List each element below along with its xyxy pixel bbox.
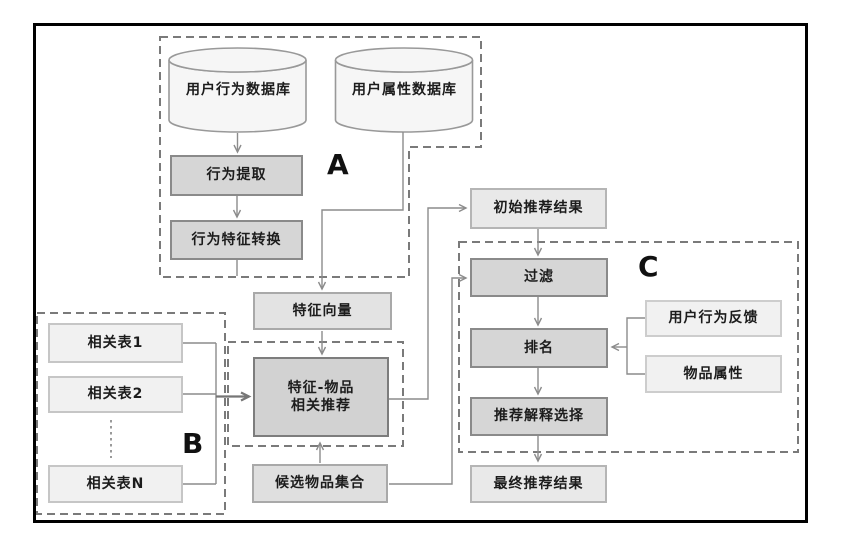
node-user-attribute-db: 用户属性数据库 xyxy=(352,81,457,98)
node-related-table-1: 相关表1 xyxy=(48,323,183,363)
node-related-table-2: 相关表2 xyxy=(48,376,183,413)
node-initial-rec-result: 初始推荐结果 xyxy=(470,188,607,229)
node-final-rec-result: 最终推荐结果 xyxy=(470,465,607,503)
user-behavior-db-cylinder xyxy=(168,47,307,133)
feature-item-line2: 相关推荐 xyxy=(291,398,351,414)
user-attribute-db-cylinder xyxy=(334,47,474,133)
section-c-outline xyxy=(458,241,799,453)
section-a-label: A xyxy=(327,148,349,181)
node-related-table-n: 相关表N xyxy=(48,465,183,503)
section-b-outline xyxy=(36,312,226,515)
section-b-label: B xyxy=(182,427,204,460)
edge-candidate-to-filter xyxy=(389,273,468,485)
node-ranking: 排名 xyxy=(470,328,608,368)
node-behavior-feature-conversion: 行为特征转换 xyxy=(170,220,303,260)
node-feature-item-recommendation: 特征-物品 相关推荐 xyxy=(253,357,389,437)
feature-item-line1: 特征-物品 xyxy=(287,379,355,396)
node-behavior-extraction: 行为提取 xyxy=(170,155,303,196)
node-candidate-item-set: 候选物品集合 xyxy=(252,464,388,503)
node-user-behavior-feedback: 用户行为反馈 xyxy=(645,300,782,337)
node-rec-explanation-selection: 推荐解释选择 xyxy=(470,397,608,436)
feature-item-rec-outline xyxy=(227,341,404,447)
edge-db2-to-feature-vector xyxy=(317,132,404,291)
edge-feature-item-to-initial-result xyxy=(389,203,468,400)
section-c-label: C xyxy=(638,250,659,283)
node-user-behavior-db: 用户行为数据库 xyxy=(186,81,291,98)
node-feature-vector: 特征向量 xyxy=(253,292,392,330)
node-item-attribute: 物品属性 xyxy=(645,355,782,393)
node-filter: 过滤 xyxy=(470,258,608,297)
edge-feedback-attribute-bracket xyxy=(626,317,645,375)
